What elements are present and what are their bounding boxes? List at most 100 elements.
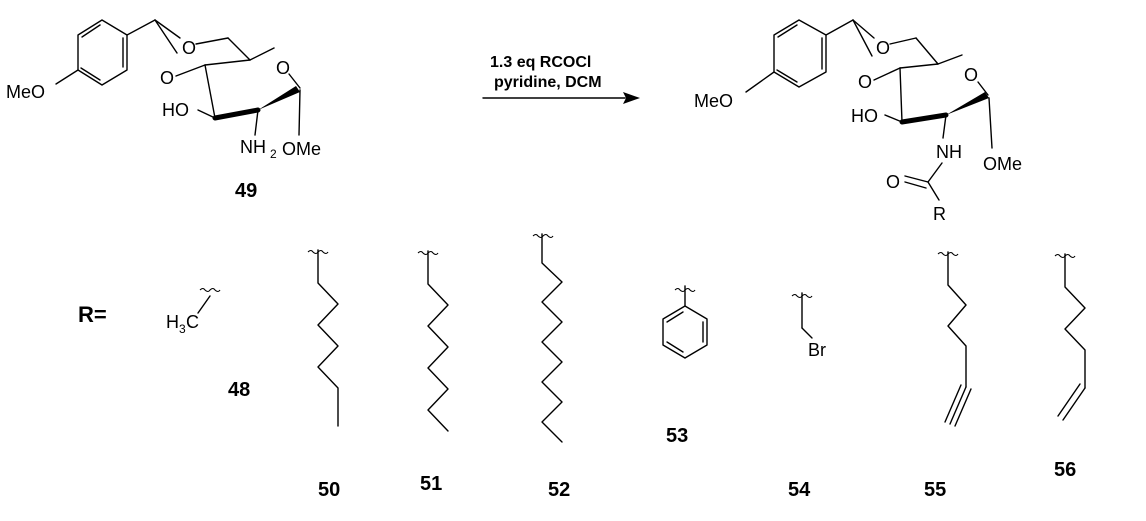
reactant-meo-bond (55, 69, 79, 85)
product-o-ch2-bond (889, 37, 917, 45)
r-group-56-double-bond (1062, 387, 1086, 421)
reactant-o-c1-bond (288, 73, 301, 89)
product-c3-oh-bond (884, 114, 903, 123)
r-group-48-c: C (186, 312, 199, 332)
product-ring-double-bond (776, 69, 798, 83)
product-aryl-acetal-bond (825, 19, 854, 36)
r-group-48-attachment (199, 287, 221, 293)
product-acetal-bond (852, 19, 873, 57)
r-group-53-double-bond (666, 341, 684, 353)
product-meo-bond (745, 71, 775, 93)
product-c4-c3-bond (899, 67, 903, 123)
r-group-55-triple-bond (944, 384, 962, 423)
r-group-55-chain (947, 251, 967, 388)
product-c4-c5-bond (899, 63, 939, 69)
product-ome: OMe (983, 154, 1022, 174)
product-r: R (933, 204, 946, 224)
reactant-nh2: NH (240, 137, 266, 157)
r-group-48-h: H (166, 312, 179, 332)
product-carbonyl-double-bond (904, 175, 929, 183)
product-carbonyl-double-bond (904, 181, 927, 189)
reactant-c4-c3-bond (204, 64, 216, 119)
reactant-c3-oh-bond (197, 109, 216, 119)
reactant-ho: HO (162, 100, 189, 120)
compound-number-50: 50 (318, 479, 340, 501)
r-group-54-br: Br (808, 340, 826, 360)
compound-number-48: 48 (228, 379, 250, 401)
product-carbonyl-r-bond (927, 181, 940, 201)
compound-number-51: 51 (420, 473, 442, 495)
product-ho: HO (851, 106, 878, 126)
r-group-50 (307, 249, 339, 427)
reactant-c2-c1-wedge (258, 86, 300, 110)
compound-number-55: 55 (924, 479, 946, 501)
reactant-acetal-bond (154, 19, 181, 39)
r-group-55-triple-bond (954, 388, 972, 427)
reactant-49: MeO O O O HO NH 2 OMe (6, 19, 321, 161)
r-group-50-chain (317, 249, 339, 427)
reactant-c3-c2-bold-bond (212, 107, 261, 121)
reactant-aryl-acetal-bond (126, 19, 156, 36)
product-ring-double-bond (777, 24, 798, 38)
compound-number-56: 56 (1054, 459, 1076, 481)
product-c3-c2-bold-bond (899, 112, 949, 125)
product-benzene-ring (773, 19, 827, 88)
reactant-o-c4-bond (175, 64, 206, 77)
reactant-o-ring: O (276, 58, 290, 78)
condition-reagent: 1.3 eq RCOCl (490, 54, 591, 71)
r-group-51-chain (427, 250, 449, 432)
reactant-c4-c5-bond (204, 59, 251, 66)
r-group-48-bond (197, 295, 211, 314)
reaction-arrow (482, 92, 640, 104)
reactant-meo-label: MeO (6, 82, 45, 102)
product-c1-ome-bond (988, 97, 993, 149)
reactant-c1-ome-bond (298, 89, 301, 136)
reactant-ring-double-bond (80, 67, 101, 81)
condition-solvent: pyridine, DCM (494, 74, 602, 91)
reactant-o-acetal-top: O (182, 38, 196, 58)
r-group-55-triple-bond (949, 386, 967, 425)
r-group-56 (1054, 253, 1086, 421)
r-group-48-subscript: 3 (179, 322, 186, 336)
r-group-52-attachment (532, 233, 554, 239)
compound-number-52: 52 (548, 479, 570, 501)
reactant-ome: OMe (282, 139, 321, 159)
product-n-carbonyl-bond (927, 162, 943, 183)
compound-number-49: 49 (235, 180, 257, 202)
reactant-o-acetal-bottom: O (160, 68, 174, 88)
r-group-56-double-bond (1057, 383, 1081, 417)
r-group-55 (937, 251, 972, 427)
reactant-benzene-ring (77, 19, 128, 86)
r-group-52 (532, 233, 563, 443)
product-nh: NH (936, 142, 962, 162)
reactant-acetal-bond (154, 19, 178, 54)
r-group-54: Br (791, 292, 826, 360)
product-o-ring: O (964, 65, 978, 85)
r-group-48: H 3 C (166, 287, 221, 336)
reactant-o-ch2-bond (195, 37, 229, 45)
product-carbonyl-o: O (886, 172, 900, 192)
r-group-52-chain (541, 233, 563, 443)
r-group-53 (662, 285, 708, 359)
r-group-54-br-bond (801, 327, 813, 339)
product-ch2-c5-bond (915, 37, 939, 65)
r-group-53-ring (662, 305, 708, 359)
product-o-c4-bond (873, 67, 901, 81)
product-o-acetal-top: O (876, 38, 890, 58)
product-o-c1-bond (977, 81, 989, 96)
reactant-c2-n-bond (254, 109, 259, 136)
r-groups-label: R= (78, 302, 107, 327)
compound-number-53: 53 (666, 425, 688, 447)
product: MeO O O O HO NH OMe O R (694, 19, 1022, 224)
r-group-56-chain (1064, 253, 1086, 389)
reactant-ring-double-bond (81, 24, 101, 38)
r-group-53-double-bond (666, 311, 684, 323)
product-c5-o-bond (937, 54, 963, 65)
reactant-ch2-c5-bond (227, 37, 251, 61)
compound-number-54: 54 (788, 479, 811, 501)
product-meo-label: MeO (694, 91, 733, 111)
r-group-51 (417, 250, 449, 432)
reactant-c5-o-bond (249, 47, 275, 61)
product-o-acetal-bottom: O (858, 72, 872, 92)
